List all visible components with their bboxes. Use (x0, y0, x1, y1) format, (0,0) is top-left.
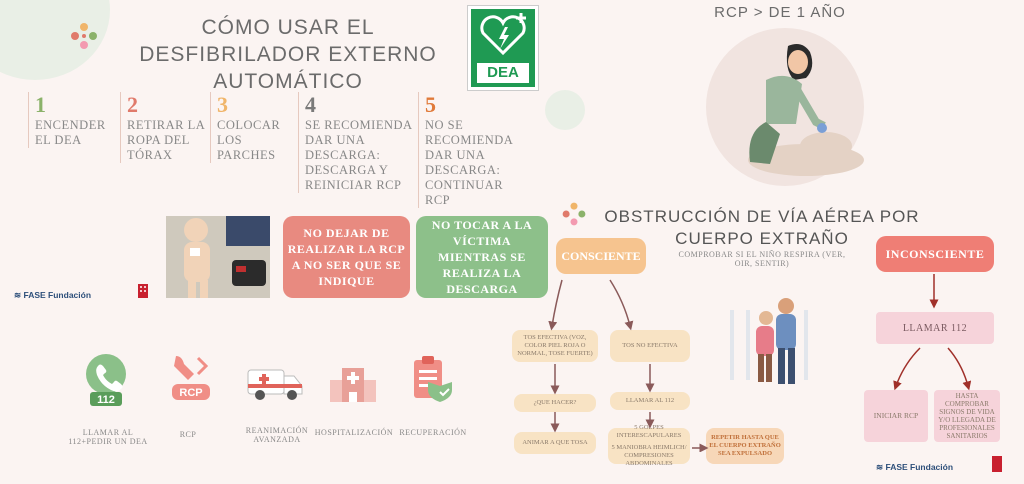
repeat-box: REPETIR HASTA QUE EL CUERPO EXTRAÑO SEA … (706, 428, 784, 464)
warning-card-cpr: NO DEJAR DE REALIZAR LA RCP A NO SER QUE… (283, 216, 410, 298)
what-to-do-box: ¿QUE HACER? (514, 394, 596, 412)
step-number: 1 (35, 92, 46, 117)
icon-label: LLAMAR AL 112+PEDIR UN DEA (68, 428, 148, 446)
icon-label: RECUPERACIÓN (399, 428, 467, 437)
step-text: RETIRAR LA ROPA DEL TÓRAX (127, 118, 205, 162)
choking-illustration (730, 298, 808, 384)
fase-swoosh-icon: ≋ (876, 462, 886, 472)
inconsciente-badge: INCONSCIENTE (876, 236, 994, 272)
call-112-large-box: LLAMAR 112 (876, 312, 994, 344)
dea-photo (166, 216, 270, 298)
step-3: 3 COLOCAR LOS PARCHES (210, 92, 293, 163)
encourage-cough-box: ANIMAR A QUE TOSA (514, 432, 596, 454)
dea-label: DEA (477, 63, 529, 83)
phone-112-icon: 112 (86, 354, 126, 406)
step-number: 3 (217, 92, 228, 117)
flow-arrows (548, 279, 709, 452)
step-2: 2 RETIRAR LA ROPA DEL TÓRAX (120, 92, 205, 163)
step-5: 5 NO SE RECOMIENDA DAR UNA DESCARGA: CON… (418, 92, 525, 208)
madrid-logo (138, 284, 148, 298)
call-112-box: LLAMAR AL 112 (610, 392, 690, 410)
fase-logo-text: FASE Fundación (23, 290, 92, 300)
mannequin-illustration (166, 216, 270, 298)
background-blob (545, 90, 585, 130)
obstruction-title: OBSTRUCCIÓN DE VÍA AÉREA POR CUERPO EXTR… (604, 207, 920, 248)
dea-sign: DEA (468, 6, 538, 90)
page-title: CÓMO USAR EL DESFIBRILADOR EXTERNO AUTOM… (139, 16, 437, 93)
svg-text:112: 112 (97, 394, 115, 406)
ineffective-cough-box: TOS NO EFECTIVA (610, 330, 690, 362)
consciente-badge: CONSCIENTE (556, 238, 646, 274)
ambulance-icon (247, 369, 303, 400)
warning-card-shock: NO TOCAR A LA VÍCTIMA MIENTRAS SE REALIZ… (416, 216, 548, 298)
heimlich-text: 5 MANIOBRA HEIMLICH/ COMPRESIONES ABDOMI… (611, 444, 687, 467)
until-signs-box: HASTA COMPROBAR SIGNOS DE VIDA Y/O LLEGA… (934, 390, 1000, 442)
fase-logo-text: FASE Fundación (885, 462, 954, 472)
step-4: 4 SE RECOMIENDA DAR UNA DESCARGA: DESCAR… (298, 92, 413, 193)
fase-logo-right: ≋ FASE Fundación (876, 462, 953, 473)
step-1: 1 ENCENDER EL DEA (28, 92, 115, 148)
step-number: 5 (425, 92, 436, 117)
rcp-illustration (748, 44, 864, 176)
step-number: 2 (127, 92, 138, 117)
icon-label: HOSPITALIZACIÓN (314, 428, 394, 437)
step-text: COLOCAR LOS PARCHES (217, 118, 281, 162)
start-cpr-box: INICIAR RCP (864, 390, 928, 442)
rcp-icon: RCP (172, 356, 210, 400)
back-blows-box: 5 GOLPES INTERESCAPULARES 5 MANIOBRA HEI… (608, 424, 690, 467)
svg-text:RCP: RCP (179, 387, 202, 399)
breathing-check-text: COMPROBAR SI EL NIÑO RESPIRA (VER, OIR, … (678, 250, 846, 268)
step-text: NO SE RECOMIENDA DAR UNA DESCARGA: CONTI… (425, 118, 513, 207)
fase-logo: ≋ FASE Fundación (14, 290, 91, 301)
step-number: 4 (305, 92, 316, 117)
icon-label: REANIMACIÓN AVANZADA (245, 426, 309, 444)
recovery-clipboard-icon (414, 356, 452, 402)
icon-label: RCP (179, 430, 197, 439)
step-text: ENCENDER EL DEA (35, 118, 106, 147)
heart-lightning-icon (480, 13, 526, 56)
fase-flower-icon (71, 23, 97, 49)
fase-swoosh-icon: ≋ (14, 290, 24, 300)
madrid-logo-right (992, 456, 1002, 472)
effective-cough-box: TOS EFECTIVA (VOZ, COLOR PIEL ROJA O NOR… (512, 330, 598, 362)
inconsciente-arrows (893, 274, 972, 391)
hospital-icon (330, 368, 376, 402)
fase-flower-icon (562, 202, 586, 226)
rcp-title: RCP > DE 1 AÑO (714, 4, 846, 21)
step-text: SE RECOMIENDA DAR UNA DESCARGA: DESCARGA… (305, 118, 412, 192)
madrid-stars-icon (140, 286, 146, 292)
